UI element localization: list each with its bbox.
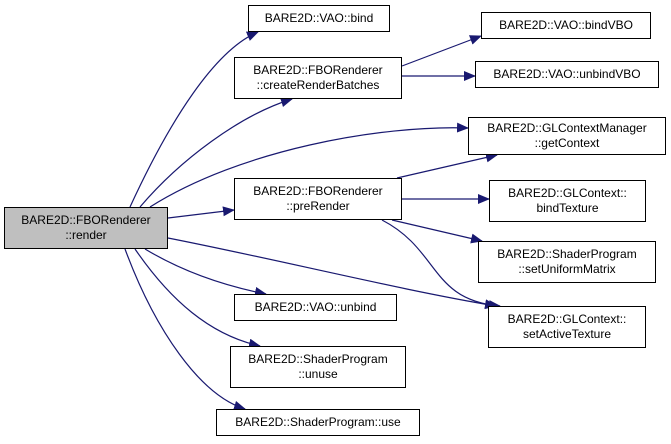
- node-sp-use[interactable]: BARE2D::ShaderProgram::use: [216, 409, 420, 436]
- edge-render-to-vao_unbind: [144, 248, 267, 297]
- node-label-line: BARE2D::ShaderProgram: [497, 247, 637, 261]
- node-label-line: BARE2D::GLContext::: [507, 312, 627, 326]
- node-label-line: BARE2D::VAO::bind: [264, 11, 374, 25]
- node-pre-render[interactable]: BARE2D::FBORenderer::preRender: [234, 178, 402, 220]
- node-label-line: BARE2D::ShaderProgram::use: [235, 415, 401, 429]
- node-label-line: ::getContext: [534, 136, 600, 150]
- node-create-batches[interactable]: BARE2D::FBORenderer::createRenderBatches: [234, 57, 402, 99]
- node-label-line: BARE2D::GLContext::: [508, 186, 627, 200]
- node-label-line: BARE2D::VAO::unbindVBO: [493, 67, 641, 81]
- node-bind-texture[interactable]: BARE2D::GLContext::bindTexture: [489, 180, 646, 222]
- node-set-uniform[interactable]: BARE2D::ShaderProgram::setUniformMatrix: [478, 241, 656, 283]
- node-vao-bind[interactable]: BARE2D::VAO::bind: [248, 5, 390, 32]
- edge-pre_render-to-get_context: [396, 152, 498, 179]
- node-label-line: bindTexture: [536, 201, 599, 215]
- node-render: BARE2D::FBORenderer::render: [4, 207, 168, 249]
- node-get-context[interactable]: BARE2D::GLContextManager::getContext: [468, 117, 666, 155]
- edge-render-to-create_batches: [139, 97, 293, 208]
- node-label-line: BARE2D::GLContextManager: [487, 121, 647, 135]
- node-vao-unbind[interactable]: BARE2D::VAO::unbind: [234, 294, 397, 321]
- node-unbind-vbo[interactable]: BARE2D::VAO::unbindVBO: [475, 61, 659, 88]
- node-label-line: BARE2D::FBORenderer: [21, 213, 151, 227]
- node-label-line: ::createRenderBatches: [256, 78, 380, 92]
- node-set-active-tex[interactable]: BARE2D::GLContext::setActiveTexture: [488, 306, 646, 348]
- edge-render-to-get_context: [149, 122, 469, 208]
- node-bind-vbo[interactable]: BARE2D::VAO::bindVBO: [481, 12, 651, 39]
- node-label-line: ::setUniformMatrix: [518, 262, 616, 276]
- node-label-line: BARE2D::ShaderProgram: [248, 352, 388, 366]
- node-label-line: BARE2D::VAO::bindVBO: [499, 18, 633, 32]
- node-sp-unuse[interactable]: BARE2D::ShaderProgram::unuse: [230, 346, 406, 388]
- edge-render-to-sp_use: [124, 248, 246, 411]
- node-label-line: BARE2D::FBORenderer: [253, 184, 383, 198]
- edge-create_batches-to-bind_vbo: [401, 35, 482, 67]
- node-label-line: ::render: [65, 228, 107, 242]
- edge-render-to-vao_bind: [129, 31, 259, 208]
- node-label-line: setActiveTexture: [522, 327, 612, 341]
- edge-render-to-sp_unuse: [134, 248, 261, 349]
- node-label-line: BARE2D::FBORenderer: [253, 63, 383, 77]
- edge-render-to-set_active_tex: [167, 237, 497, 310]
- edge-pre_render-to-set_uniform: [391, 219, 483, 244]
- edge-pre_render-to-set_active_tex: [381, 219, 501, 311]
- edge-render-to-pre_render: [167, 206, 235, 219]
- node-label-line: ::preRender: [286, 199, 350, 213]
- node-label-line: BARE2D::VAO::unbind: [254, 300, 377, 314]
- node-label-line: ::unuse: [298, 367, 338, 381]
